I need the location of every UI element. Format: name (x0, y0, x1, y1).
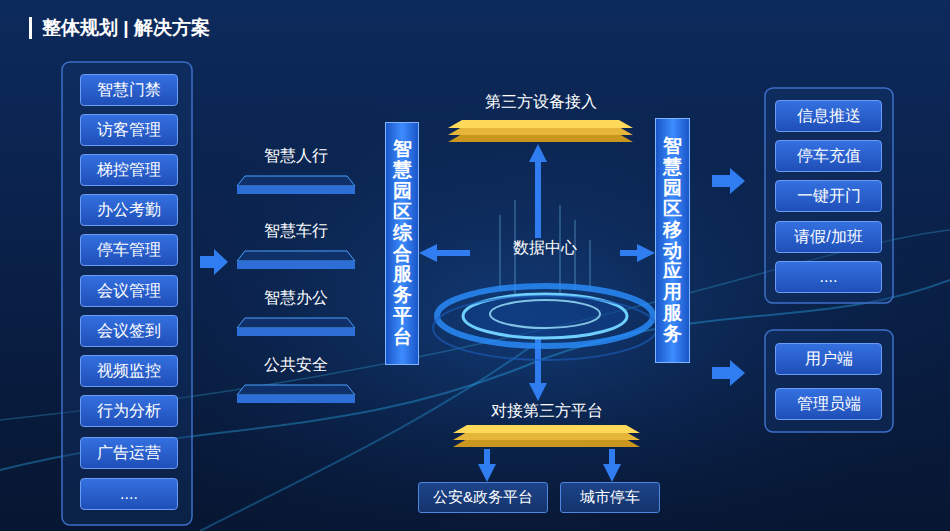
function-box: 停车管理 (80, 234, 178, 266)
layer-platform: 智慧人行 (237, 146, 355, 198)
layer-platform: 公共安全 (237, 355, 355, 407)
platform-bar: 智慧园区综合服务平台 (385, 122, 419, 365)
node-label: 智慧园区移动应用服务 (663, 136, 682, 345)
function-box: 访客管理 (80, 114, 178, 146)
arrow-head (529, 383, 547, 401)
shape-graphic (237, 385, 355, 405)
shape-graphic (237, 251, 355, 271)
node-label: 用户端 (805, 349, 853, 370)
arrow-head (478, 464, 496, 482)
title-bar (29, 17, 32, 39)
node-label: 智慧人行 (237, 146, 355, 167)
block-arrow (200, 249, 228, 275)
function-box: 行为分析 (80, 395, 178, 427)
node-label: 请假/加班 (794, 227, 862, 248)
node-label: 对接第三方平台 (453, 401, 640, 422)
node-label: 停车管理 (97, 240, 161, 261)
right-panel (765, 330, 893, 432)
function-box: 一键开门 (775, 180, 882, 212)
function-box: 信息推送 (775, 100, 882, 132)
node-label: 视频监控 (97, 361, 161, 382)
node-label: .... (820, 268, 838, 286)
arrow-head (419, 244, 437, 262)
shape-graphic (237, 318, 355, 338)
shape-graphic (237, 176, 355, 196)
node-label: 城市停车 (580, 488, 640, 507)
right-panel (765, 88, 893, 303)
layer-platform: 智慧办公 (237, 288, 355, 340)
node-label: 梯控管理 (97, 160, 161, 181)
interface-layer: 对接第三方平台 (453, 401, 640, 449)
function-box: 广告运营 (80, 437, 178, 469)
data-center: 数据中心 (470, 238, 620, 338)
node-label: 会议管理 (97, 281, 161, 302)
shape-graphic (453, 425, 640, 449)
function-box: 梯控管理 (80, 154, 178, 186)
node-label: 行为分析 (97, 401, 161, 422)
function-box: 智慧门禁 (80, 74, 178, 106)
function-box: .... (775, 261, 882, 293)
arrow-head (637, 244, 655, 262)
page-title: 整体规划 | 解决方案 (42, 15, 210, 41)
arrow-head (529, 144, 547, 162)
node-label: 公安&政务平台 (433, 488, 533, 507)
layer-platform: 智慧车行 (237, 221, 355, 273)
node-label: 信息推送 (797, 106, 861, 127)
node-label: 智慧办公 (237, 288, 355, 309)
external-platform: 公安&政务平台 (418, 482, 548, 513)
node-label: 智慧门禁 (97, 80, 161, 101)
node-label: 办公考勤 (97, 200, 161, 221)
platform-bar: 智慧园区移动应用服务 (655, 118, 690, 363)
block-arrow (712, 168, 745, 194)
block-arrow (712, 360, 745, 386)
function-box: .... (80, 478, 178, 510)
node-label: .... (120, 485, 138, 503)
node-label: 停车充值 (797, 146, 861, 167)
node-label: 数据中心 (470, 238, 620, 259)
function-box: 视频监控 (80, 355, 178, 387)
shape-graphic (448, 120, 633, 144)
function-box: 会议签到 (80, 315, 178, 347)
arrow-head (603, 464, 621, 482)
node-label: 智慧车行 (237, 221, 355, 242)
interface-layer: 第三方设备接入 (448, 92, 633, 144)
node-label: 智慧园区综合服务平台 (393, 139, 412, 348)
flow-arrow (535, 154, 541, 238)
node-label: 公共安全 (237, 355, 355, 376)
function-box: 请假/加班 (775, 221, 882, 253)
left-panel (62, 62, 192, 525)
node-label: 管理员端 (797, 394, 861, 415)
node-label: 第三方设备接入 (448, 92, 633, 113)
node-label: 一键开门 (797, 186, 861, 207)
function-box: 会议管理 (80, 275, 178, 307)
function-box: 管理员端 (775, 388, 882, 420)
node-label: 访客管理 (97, 120, 161, 141)
node-label: 广告运营 (97, 443, 161, 464)
function-box: 停车充值 (775, 140, 882, 172)
function-box: 办公考勤 (80, 194, 178, 226)
external-platform: 城市停车 (560, 482, 660, 513)
shape-graphic (430, 258, 660, 358)
node-label: 会议签到 (97, 321, 161, 342)
function-box: 用户端 (775, 343, 882, 375)
